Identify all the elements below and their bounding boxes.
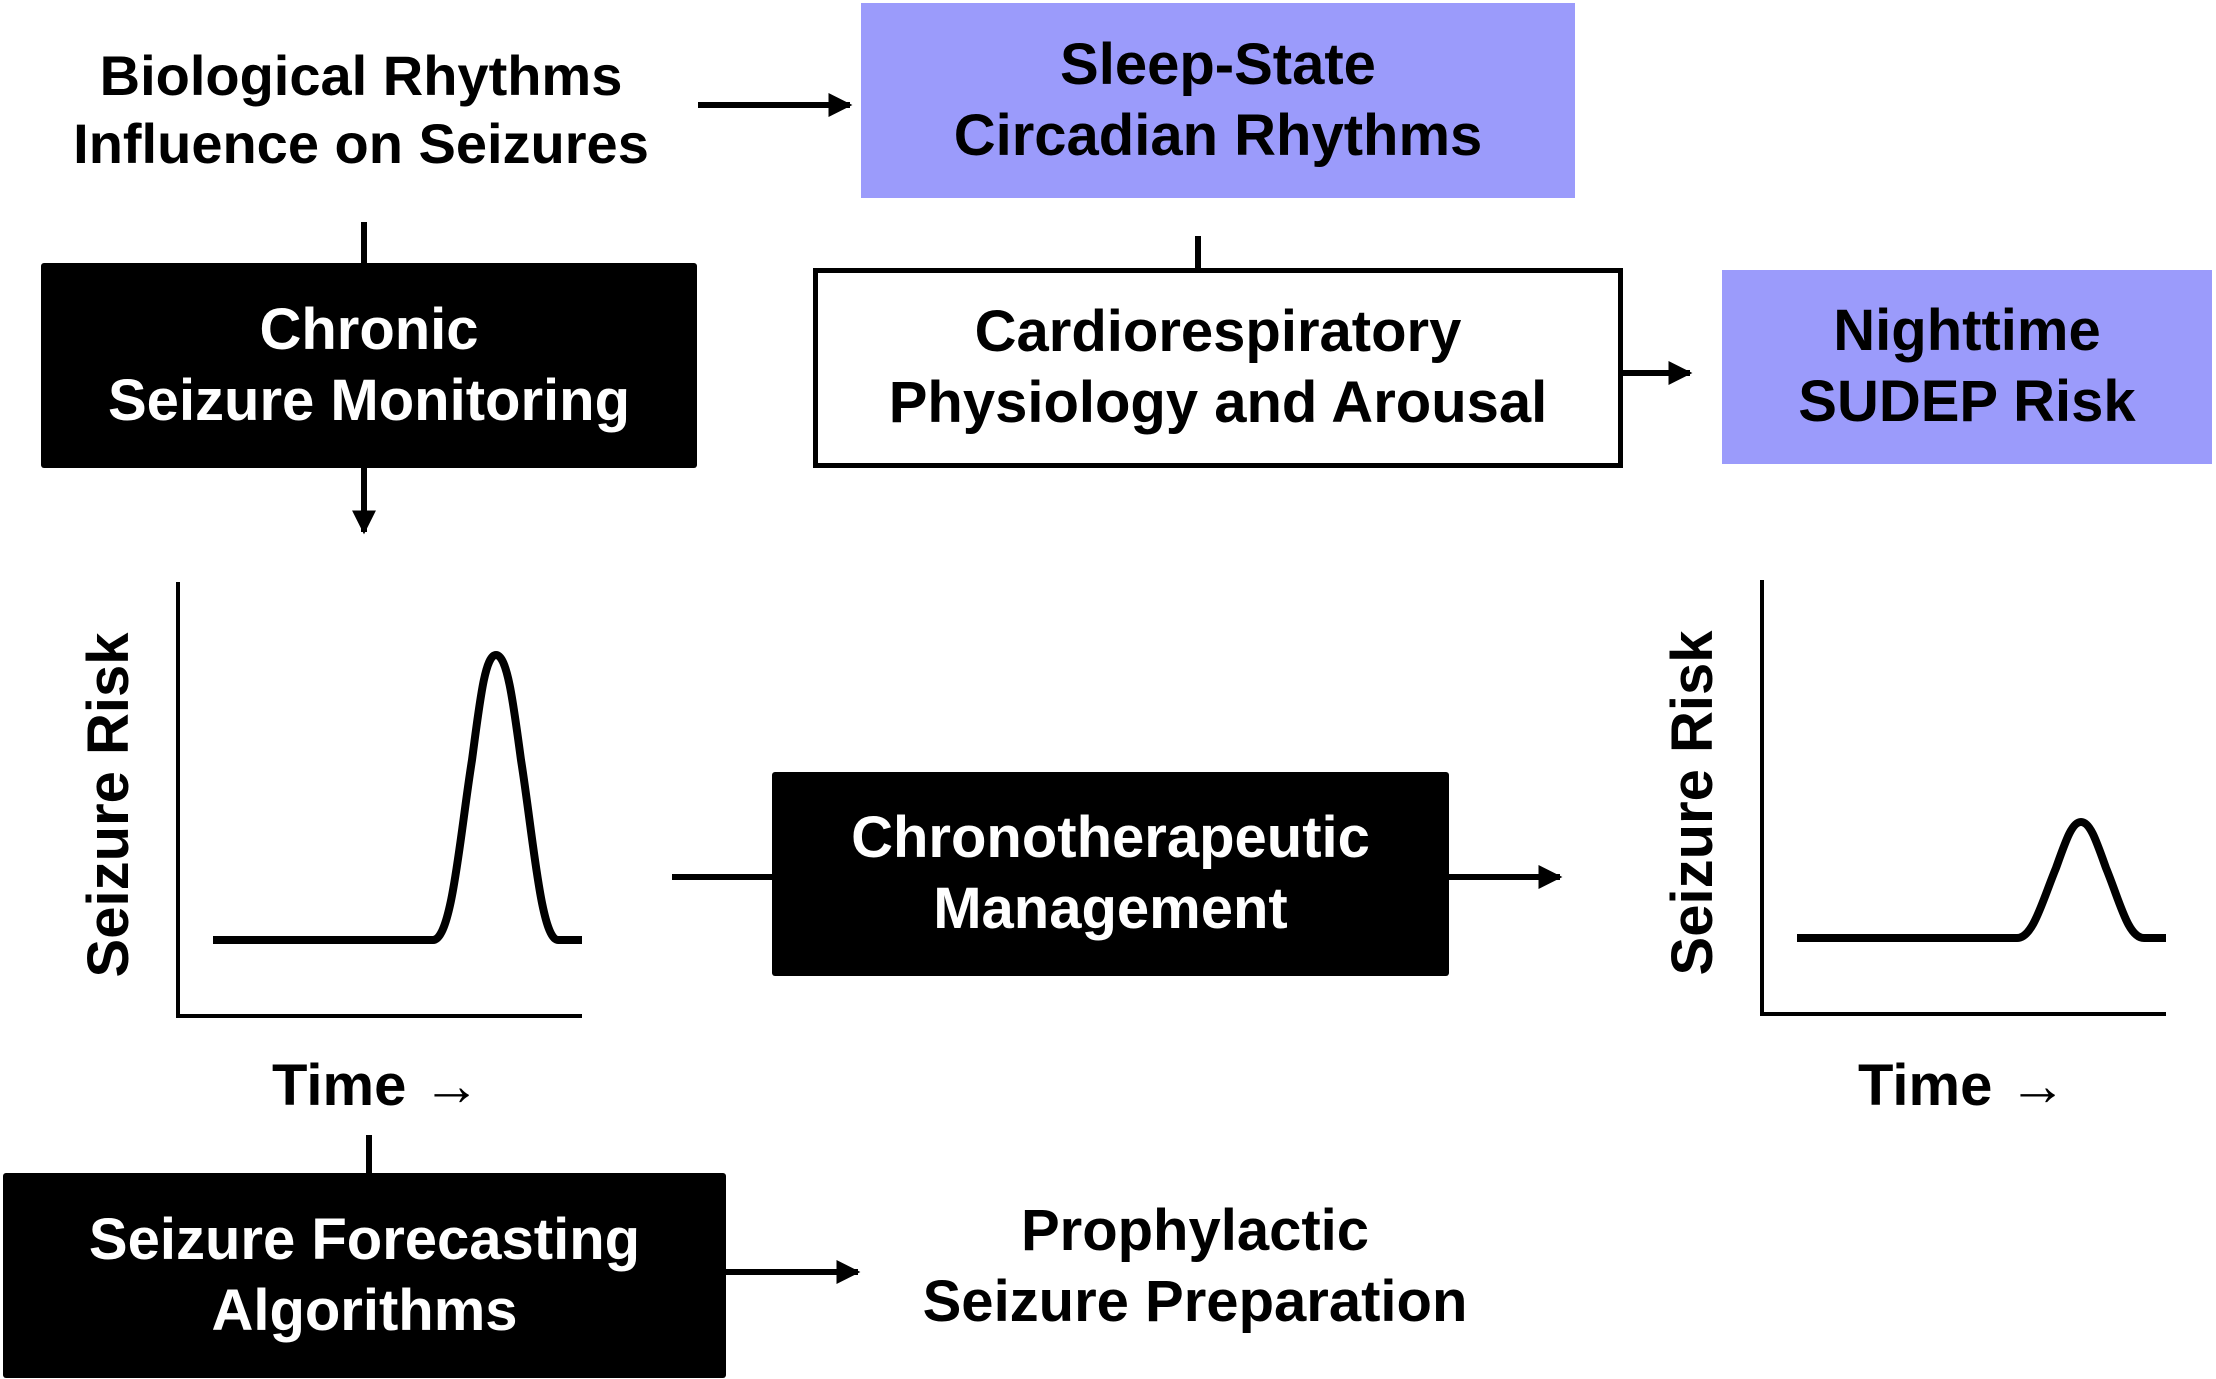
node-biological-rhythms-line1: Biological Rhythms [99,43,623,107]
right-plot-curve [1797,818,2166,942]
right-plot-ylabel: Seizure Risk [1660,630,1725,976]
node-prophylactic: Prophylactic Seizure Preparation [870,1192,1520,1342]
node-cardiorespiratory: Cardiorespiratory Physiology and Arousal [813,268,1623,468]
node-biological-rhythms-line2: Influence on Seizures [73,112,649,175]
node-cardiorespiratory-line2: Physiology and Arousal [888,370,1548,435]
node-sleep-state-line1: Sleep-State [1060,31,1376,97]
node-forecasting-line1: Seizure Forecasting [88,1206,641,1272]
right-plot-xlabel: Time → [1858,1053,2067,1118]
node-prophylactic-line2: Seizure Preparation [922,1269,1468,1334]
node-chronotherapeutic: Chronotherapeutic Management [772,772,1449,976]
left-plot-curve [213,651,582,944]
node-chronic-monitoring-line2: Seizure Monitoring [108,367,630,433]
node-chronotherapeutic-line2: Management [933,876,1288,941]
node-prophylactic-line1: Prophylactic [1020,1198,1370,1264]
node-cardiorespiratory-line1: Cardiorespiratory [974,299,1462,365]
node-forecasting: Seizure Forecasting Algorithms [3,1173,726,1378]
node-sleep-state: Sleep-State Circadian Rhythms [861,3,1575,198]
node-chronotherapeutic-line1: Chronotherapeutic [851,805,1370,871]
node-chronic-monitoring: Chronic Seizure Monitoring [41,263,697,468]
node-nighttime-sudep-line2: SUDEP Risk [1798,369,2136,434]
node-nighttime-sudep-line1: Nighttime [1833,298,2101,364]
node-nighttime-sudep: Nighttime SUDEP Risk [1722,270,2212,464]
node-forecasting-line2: Algorithms [211,1277,518,1343]
left-plot-ylabel: Seizure Risk [76,632,141,978]
left-plot-xlabel: Time → [272,1053,481,1118]
node-sleep-state-line2: Circadian Rhythms [953,102,1483,168]
node-biological-rhythms: Biological Rhythms Influence on Seizures [30,35,692,185]
node-chronic-monitoring-line1: Chronic [259,296,479,362]
